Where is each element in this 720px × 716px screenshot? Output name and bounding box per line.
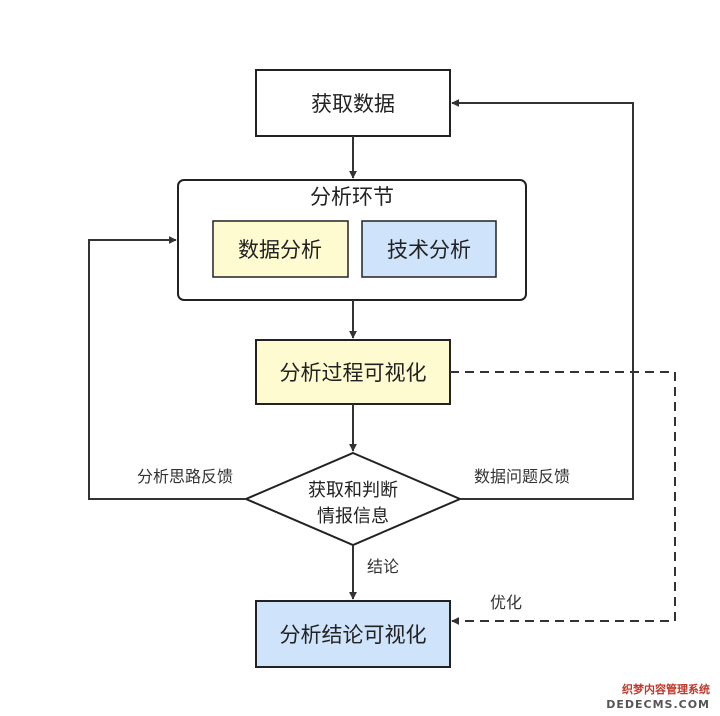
- node-data-analysis-label: 数据分析: [238, 238, 322, 262]
- node-conclusion-viz-label: 分析结论可视化: [280, 623, 427, 647]
- node-conclusion-viz: 分析结论可视化: [255, 600, 451, 668]
- edge-optimize: [450, 371, 676, 625]
- edge-label-left-feedback: 分析思路反馈: [137, 467, 233, 486]
- node-tech-analysis-label: 技术分析: [387, 238, 471, 262]
- node-data-analysis: 数据分析: [212, 220, 349, 278]
- edge-left-feedback: [88, 236, 246, 500]
- edge-label-right-feedback: 数据问题反馈: [474, 467, 570, 486]
- node-decision: 获取和判断 情报信息: [243, 451, 463, 547]
- edge-label-optimize: 优化: [490, 593, 522, 612]
- node-process-viz: 分析过程可视化: [255, 339, 451, 405]
- watermark-line1: 织梦内容管理系统: [622, 682, 710, 696]
- edge-label-conclusion: 结论: [367, 557, 399, 576]
- node-get-data-label: 获取数据: [311, 92, 395, 116]
- node-decision-line1: 获取和判断: [308, 480, 398, 501]
- watermark-line2: DEDECMS.COM: [606, 698, 710, 711]
- node-decision-line2: 情报信息: [317, 506, 389, 527]
- node-get-data: 获取数据: [255, 69, 451, 137]
- edge-right-feedback: [451, 99, 634, 500]
- node-analysis-stage-label: 分析环节: [310, 185, 394, 209]
- node-process-viz-label: 分析过程可视化: [280, 361, 427, 385]
- node-tech-analysis: 技术分析: [361, 220, 497, 278]
- watermark: 织梦内容管理系统 DEDECMS.COM: [606, 682, 710, 711]
